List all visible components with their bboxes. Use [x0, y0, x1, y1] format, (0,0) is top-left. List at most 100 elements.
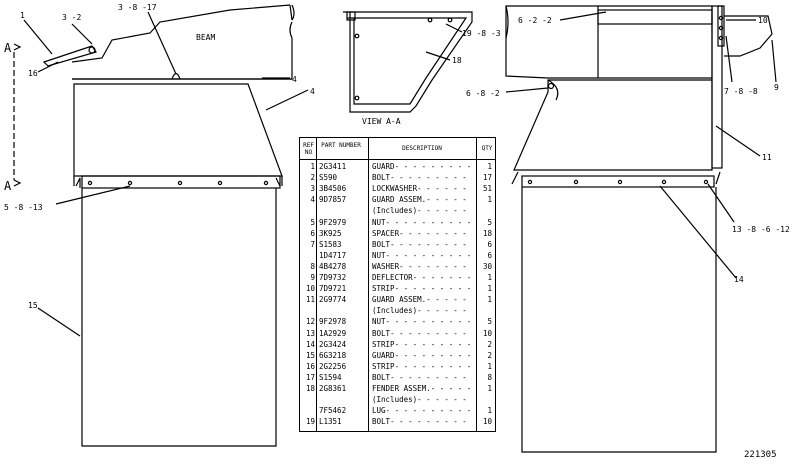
cell-qty: 1	[487, 361, 492, 371]
cell-part-number: 9F2979	[319, 217, 347, 227]
cell-ref: 12	[305, 317, 315, 327]
cell-ref: 8	[310, 261, 315, 271]
cell-ref: 19	[305, 417, 315, 427]
callout-14: 14	[734, 275, 744, 284]
header-part-number: PART NUMBER	[321, 142, 361, 149]
cell-ref: 7	[310, 239, 315, 249]
deflector	[724, 15, 773, 57]
callout-13-8-6-12: 13 -8 -6 -12	[732, 225, 790, 234]
header-ref: REF NO	[303, 142, 314, 156]
cell-ref: 13	[305, 328, 315, 338]
right-lower-guard	[521, 187, 717, 453]
cell-ref: 11	[305, 295, 315, 305]
cell-ref: 3	[310, 184, 315, 194]
callout-5-8-13: 5 -8 -13	[4, 203, 43, 212]
cell-part-number: S1583	[319, 239, 342, 249]
cell-description: (Includes)- - - - - - - - - - - - - - -	[372, 207, 472, 215]
table-row: 1D4717 NUT- - - - - - - - - - - - - - - 6	[300, 252, 495, 263]
cell-part-number: 2G3411	[319, 162, 347, 171]
cell-part-number: 7D9721	[319, 284, 347, 294]
cell-description: STRIP- - - - - - - - - - - - - - -	[372, 340, 472, 349]
cell-description: BOLT- - - - - - - - - - - - - - -	[372, 240, 472, 249]
cell-qty: 17	[482, 173, 492, 183]
cell-part-number: S590	[319, 173, 338, 183]
cell-description: STRIP- - - - - - - - - - - - - - -	[372, 285, 472, 293]
label-view-aa: VIEW A-A	[362, 117, 401, 126]
cell-description: NUT- - - - - - - - - - - - - - -	[372, 251, 472, 260]
cell-ref: 2	[310, 173, 315, 183]
cell-part-number: 2G9774	[319, 295, 347, 305]
cell-part-number: 4B4278	[319, 261, 347, 271]
cell-part-number: 2G2256	[319, 361, 347, 371]
cell-part-number: 6G3218	[319, 350, 347, 360]
cell-qty: 2	[487, 350, 492, 360]
callout-9: 9	[774, 83, 779, 92]
figure-number: 221305	[744, 450, 777, 460]
callout-6-2-2: 6 -2 -2	[518, 16, 552, 25]
cell-ref: 17	[305, 372, 315, 382]
header-description: DESCRIPTION	[402, 145, 442, 152]
callout-16: 16	[28, 69, 38, 78]
table-row: 2 S590 BOLT- - - - - - - - - - - - - - - 17	[300, 174, 495, 185]
cell-ref: 15	[305, 350, 315, 360]
cell-qty: 6	[487, 239, 492, 249]
cell-qty: 1	[487, 162, 492, 171]
table-row: (Includes)- - - - - - - - - - - - - - -	[300, 396, 495, 407]
cell-ref: 14	[305, 339, 315, 349]
cell-part-number: 2G3424	[319, 339, 347, 349]
cell-qty: 1	[487, 284, 492, 294]
table-row: 8 4B4278 WASHER- - - - - - - - - - - - - -…	[300, 263, 495, 274]
cell-description: SPACER- - - - - - - - - - - - - - -	[372, 229, 472, 238]
cell-description: GUARD- - - - - - - - - - - - - - -	[372, 163, 472, 171]
cell-part-number: 3K925	[319, 228, 342, 238]
cell-qty: 1	[487, 384, 492, 393]
cell-part-number: 7D9732	[319, 273, 347, 282]
guard-post	[711, 5, 723, 169]
cell-qty: 2	[487, 339, 492, 349]
lower-guard	[81, 188, 277, 447]
cell-part-number: 9F2978	[319, 317, 347, 327]
table-row: 14 2G3424 STRIP- - - - - - - - - - - - - -…	[300, 341, 495, 352]
beam-outline	[71, 4, 293, 80]
cell-qty: 18	[482, 228, 492, 238]
cell-part-number: 1D4717	[319, 250, 347, 260]
cell-description: NUT- - - - - - - - - - - - - - -	[372, 318, 472, 326]
callout-19-8-3: 19 -8 -3	[462, 29, 501, 38]
cell-description: BOLT- - - - - - - - - - - - - - -	[372, 329, 472, 337]
cell-part-number: 9D7857	[319, 195, 347, 205]
cell-description: FENDER ASSEM.- - - - - - - - - - - - - -…	[372, 385, 472, 393]
cell-part-number: 1A2929	[319, 328, 347, 338]
callout-6-8-2: 6 -8 -2	[466, 89, 500, 98]
cell-qty: 10	[482, 417, 492, 427]
cell-description: (Includes)- - - - - - - - - - - - - - -	[372, 307, 472, 315]
strip-handle	[42, 45, 97, 67]
cell-description: (Includes)- - - - - - - - - - - - - - -	[372, 396, 472, 404]
cell-qty: 5	[487, 317, 492, 327]
cell-qty: 1	[487, 273, 492, 282]
cell-description: BOLT- - - - - - - - - - - - - - -	[372, 373, 472, 382]
callout-10: 10	[758, 16, 768, 25]
cell-part-number: 2G8361	[319, 384, 347, 393]
view-aa-holes	[354, 17, 453, 101]
cell-description: LUG- - - - - - - - - - - - - - -	[372, 407, 472, 415]
right-strip-bolts	[527, 179, 709, 185]
cell-ref: 9	[310, 273, 315, 282]
cell-part-number: L1351	[319, 417, 342, 427]
cell-description: WASHER- - - - - - - - - - - - - - -	[372, 262, 472, 271]
cell-qty: 6	[487, 250, 492, 260]
strip-bolts	[87, 180, 269, 186]
right-beam	[505, 5, 713, 79]
table-row: (Includes)- - - - - - - - - - - - - - -	[300, 307, 495, 318]
cell-description: BOLT- - - - - - - - - - - - - - -	[372, 174, 472, 182]
upper-guard	[73, 83, 283, 177]
cell-ref: 10	[305, 284, 315, 294]
cell-qty: 30	[482, 261, 492, 271]
